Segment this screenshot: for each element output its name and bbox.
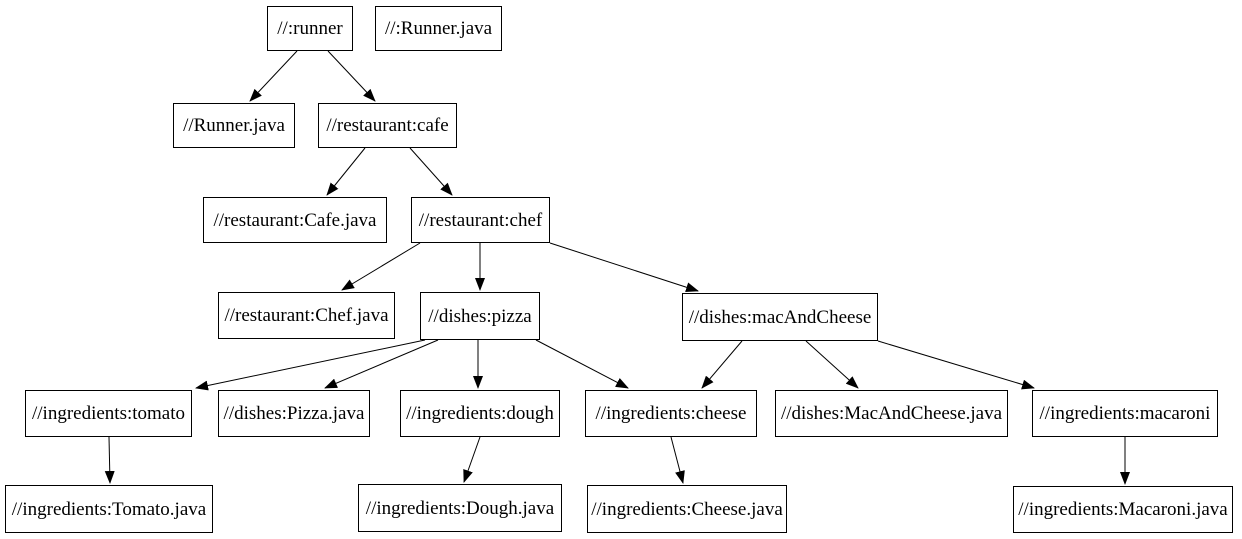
graph-node-macaroni: //ingredients:macaroni [1032,390,1218,437]
edge-pizza-to-pizza-java [324,339,439,389]
edge-runner-to-runner-java [249,50,298,102]
graph-node-mac-and-cheese-java: //dishes:MacAndCheese.java [775,390,1008,437]
edge-cafe-to-chef [409,147,453,196]
edge-mac-and-cheese-to-cheese [701,340,743,389]
graph-node-tomato: //ingredients:tomato [25,390,192,437]
edge-pizza-to-tomato [195,339,426,391]
edge-runner-to-cafe [327,50,376,102]
graph-node-dough-java: //ingredients:Dough.java [358,484,562,532]
graph-node-chef-java: //restaurant:Chef.java [218,292,395,339]
edge-dough-to-dough-java [463,436,481,483]
edge-chef-to-mac-and-cheese [549,242,699,293]
graph-node-mac-and-cheese: //dishes:macAndCheese [682,293,878,341]
graph-node-cheese: //ingredients:cheese [585,390,757,437]
graph-node-runner: //:runner [267,6,353,51]
graph-node-runner-java: //Runner.java [173,103,295,148]
graph-node-dough: //ingredients:dough [400,390,560,437]
edge-mac-and-cheese-to-mac-and-cheese-java [805,340,859,389]
edge-pizza-to-cheese [535,339,629,389]
edge-cafe-to-cafe-java [326,147,366,196]
graph-node-cheese-java: //ingredients:Cheese.java [587,485,787,533]
graph-node-pizza-java: //dishes:Pizza.java [218,390,370,437]
edges-group [104,50,1130,485]
graph-node-macaroni-java: //ingredients:Macaroni.java [1013,486,1233,533]
graph-node-runner-java-file: //:Runner.java [375,6,502,51]
graph-node-tomato-java: //ingredients:Tomato.java [5,485,213,533]
edge-tomato-to-tomato-java [104,436,115,484]
graph-node-cafe: //restaurant:cafe [318,103,457,148]
edge-cheese-to-cheese-java [670,436,685,484]
graph-node-chef: //restaurant:chef [411,197,550,243]
edge-mac-and-cheese-to-macaroni [877,340,1035,390]
graph-node-pizza: //dishes:pizza [420,292,540,340]
graph-node-cafe-java: //restaurant:Cafe.java [203,197,387,243]
edge-chef-to-chef-java [341,242,421,291]
